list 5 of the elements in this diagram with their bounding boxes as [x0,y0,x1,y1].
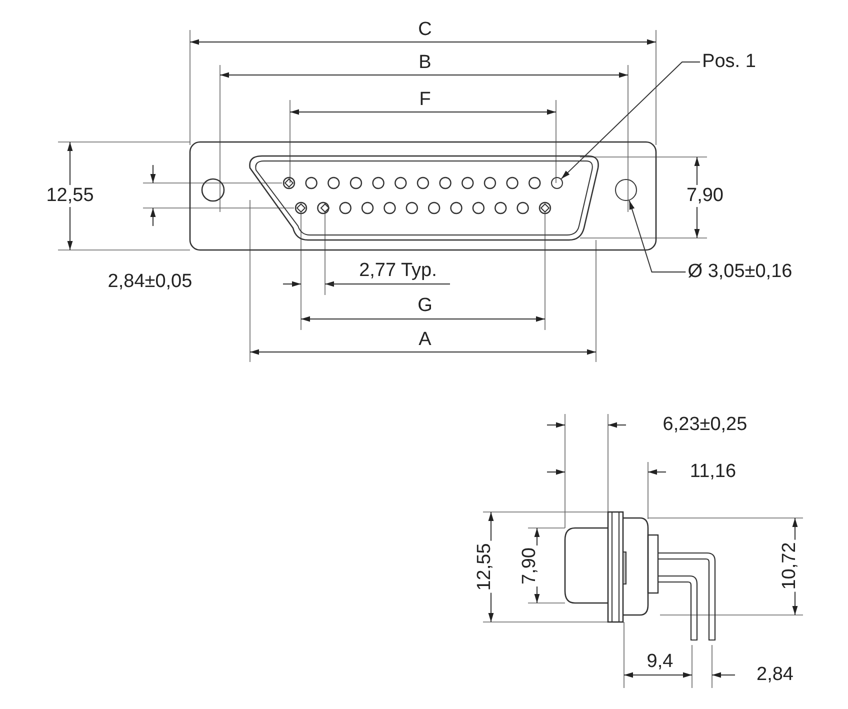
leader-line [560,62,701,180]
mounting-hole [615,179,637,201]
pin-hole [551,177,563,189]
leader-line [628,200,686,272]
dimension-label: 7,90 [684,185,726,207]
